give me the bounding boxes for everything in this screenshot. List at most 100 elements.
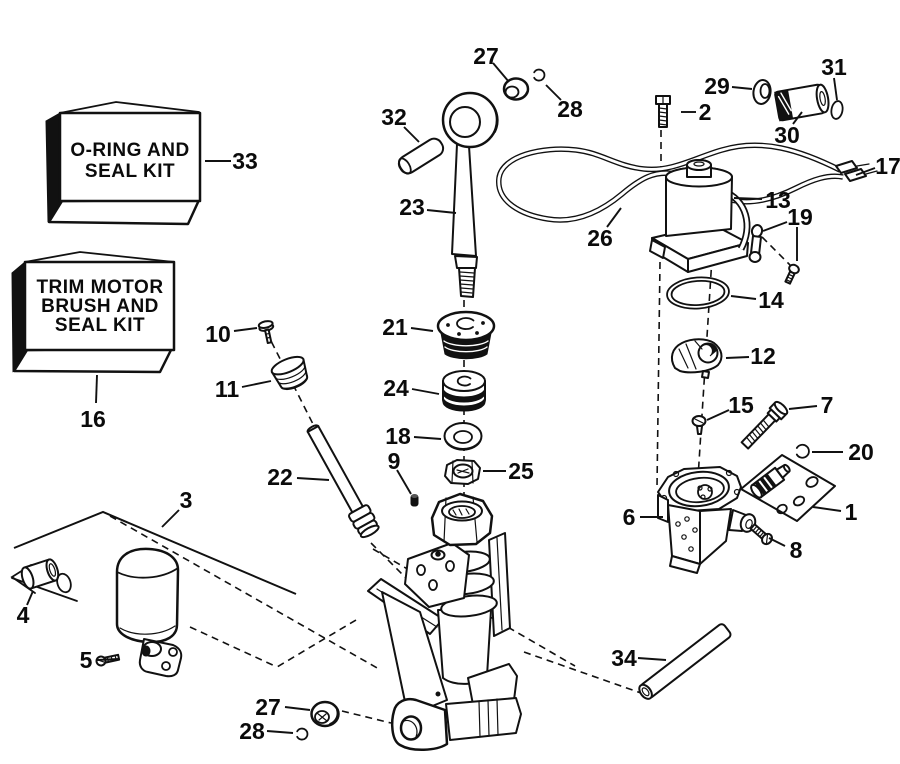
threaded-plug — [270, 355, 309, 391]
leader-line-30 — [792, 111, 803, 125]
callout-7: 7 — [821, 392, 834, 418]
callout-25: 25 — [508, 458, 534, 484]
leader-line-27 — [284, 706, 311, 711]
leader-line-3 — [161, 509, 180, 528]
rod-pin — [397, 137, 445, 175]
callout-27: 27 — [473, 43, 499, 69]
callout-6: 6 — [623, 504, 636, 530]
callout-4: 4 — [17, 602, 30, 628]
small-pin — [410, 494, 419, 507]
callout-27: 27 — [255, 694, 281, 720]
callout-22: 22 — [267, 464, 293, 490]
tilt-cylinder-housing — [367, 492, 522, 751]
leader-line-23 — [426, 209, 457, 214]
leader-line-4 — [26, 590, 34, 606]
leader-line-14 — [730, 295, 757, 300]
pump-cover — [670, 338, 723, 379]
leader-line-19 — [762, 221, 788, 232]
callout-23: 23 — [399, 194, 425, 220]
callout-2: 2 — [699, 99, 712, 125]
small-o-ring — [830, 100, 844, 120]
rod-clip — [533, 68, 546, 82]
callout-28: 28 — [557, 96, 583, 122]
callout-18: 18 — [385, 423, 411, 449]
callout-15: 15 — [728, 392, 754, 418]
tilt-rod — [441, 91, 499, 298]
kit-box-text-line: TRIM MOTOR — [36, 277, 163, 298]
leader-line-1 — [812, 506, 842, 512]
leader-line-28 — [545, 84, 562, 101]
leader-line-13 — [733, 197, 763, 200]
kit-box-text-line: BRUSH AND — [41, 296, 159, 317]
leader-line-17 — [855, 167, 876, 176]
callout-29: 29 — [704, 73, 730, 99]
kit-box-text-line: SEAL KIT — [55, 315, 145, 336]
callout-12: 12 — [750, 343, 776, 369]
leader-line-34 — [637, 657, 667, 661]
callout-30: 30 — [774, 122, 800, 148]
leader-line-24 — [411, 388, 440, 395]
callout-28: 28 — [239, 718, 265, 744]
leader-line-21 — [410, 327, 434, 332]
callout-19: 19 — [787, 204, 813, 230]
callout-17: 17 — [875, 153, 900, 179]
callout-3: 3 — [180, 487, 193, 513]
leader-line-12 — [725, 356, 750, 359]
callout-1: 1 — [845, 499, 858, 525]
callout-33: 33 — [232, 148, 258, 174]
cylinder-end-cap — [436, 310, 496, 360]
piston — [442, 370, 486, 412]
valve-plate-kit — [740, 454, 836, 522]
leader-line-31 — [833, 77, 838, 101]
rod-cap — [502, 77, 530, 101]
callout-21: 21 — [382, 314, 408, 340]
housing-cap — [310, 700, 340, 728]
leader-line-7 — [788, 405, 818, 410]
o-ring-seal-kit-box: O-RING AND SEAL KIT — [45, 101, 202, 226]
callout-11: 11 — [215, 376, 240, 402]
stern-bracket-outline — [13, 510, 297, 595]
callout-13: 13 — [765, 187, 791, 213]
leader-line-15 — [706, 409, 730, 421]
callout-8: 8 — [790, 537, 803, 563]
leader-line-27 — [492, 62, 510, 83]
lock-nut — [444, 459, 481, 485]
tilt-tube — [638, 623, 732, 700]
callout-32: 32 — [381, 104, 407, 130]
bracket-screw — [749, 523, 773, 546]
manifold-bolt — [740, 400, 789, 450]
trim-motor — [649, 159, 751, 273]
leader-line-22 — [296, 477, 330, 481]
leader-line-26 — [606, 207, 622, 228]
washer — [443, 422, 483, 451]
bleed-screw — [257, 320, 275, 345]
callout-14: 14 — [758, 287, 784, 313]
bushing-set — [10, 558, 78, 602]
callout-24: 24 — [383, 375, 409, 401]
leader-line-10 — [233, 327, 258, 332]
piston-rod — [306, 424, 380, 539]
callout-10: 10 — [205, 321, 231, 347]
large-o-ring — [666, 276, 730, 310]
check-valve — [691, 415, 707, 435]
kit-box-text-line: O-RING AND — [70, 140, 189, 161]
leader-line-16 — [95, 374, 98, 404]
leader-line-11 — [241, 380, 272, 388]
trim-motor-brush-seal-kit-box: TRIM MOTOR BRUSH AND SEAL KIT — [11, 251, 176, 374]
pump-bracket — [657, 466, 757, 574]
grommet — [752, 79, 772, 105]
kit-box-text-line: SEAL KIT — [85, 161, 175, 182]
housing-clip — [296, 727, 309, 741]
motor-screw — [655, 95, 671, 128]
callout-34: 34 — [611, 645, 637, 671]
leader-line-29 — [731, 86, 753, 90]
leader-line-32 — [403, 126, 420, 143]
valve-cylinder — [774, 83, 830, 122]
link-and-screw — [748, 224, 800, 285]
callout-20: 20 — [848, 439, 874, 465]
callout-16: 16 — [80, 406, 106, 432]
callout-5: 5 — [80, 647, 93, 673]
